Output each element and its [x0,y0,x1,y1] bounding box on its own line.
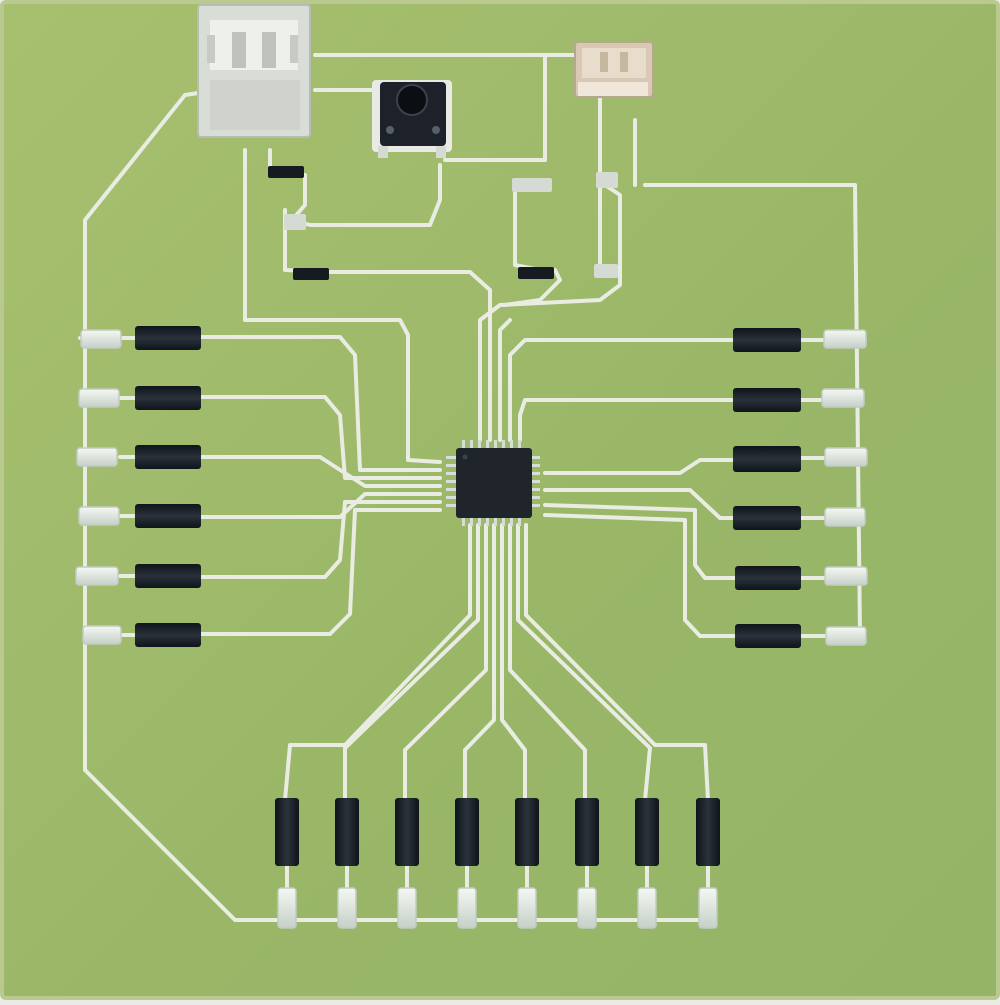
tactile-button [372,80,452,158]
right-led-column [821,329,868,646]
microcontroller-chip [446,440,540,526]
header-connector-left [197,4,311,138]
right-resistor-column [733,328,801,648]
copper-traces [78,53,867,922]
left-resistor-column [135,326,201,647]
left-led-column [75,329,122,645]
bottom-resistor-row [275,798,720,866]
bottom-led-row [277,887,718,929]
small-smd-parts [268,166,618,280]
header-connector-right [574,41,654,98]
